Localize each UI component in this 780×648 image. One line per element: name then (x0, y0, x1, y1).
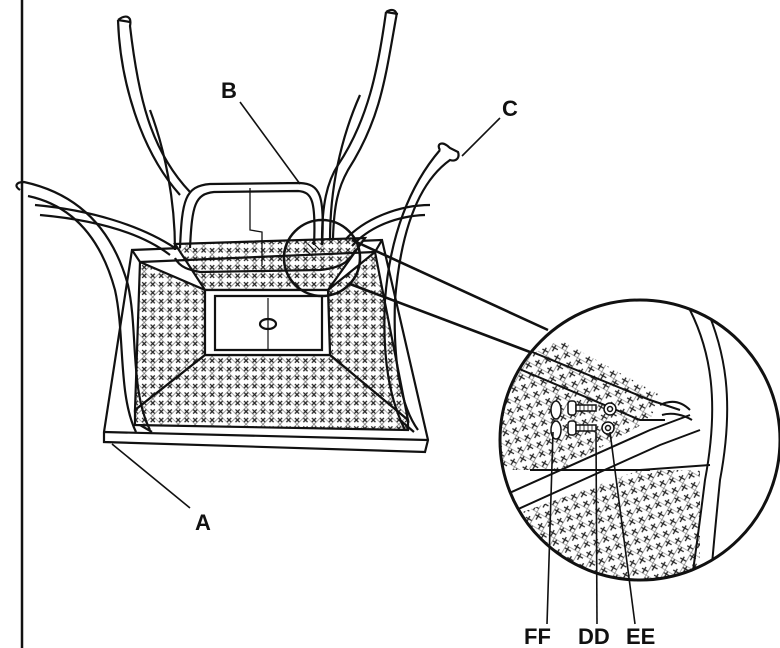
leg-c (393, 142, 460, 431)
leg-rear-left (117, 15, 191, 193)
leg-rear-right (331, 8, 398, 239)
label-c: C (502, 96, 518, 121)
bolt-dd (567, 400, 597, 436)
leg-frame-b (178, 181, 324, 249)
nut-ee (601, 402, 617, 435)
table-assembly (15, 8, 460, 454)
label-ff: FF (524, 624, 551, 648)
label-a: A (195, 510, 211, 535)
hardware-small (303, 241, 321, 257)
label-b: B (221, 78, 237, 103)
leg-a (15, 180, 151, 431)
label-dd: DD (578, 624, 610, 648)
zoom-connector-bottom (349, 282, 531, 354)
label-ee: EE (626, 624, 655, 648)
leader-lines (111, 101, 636, 625)
zoom-connector-top (351, 238, 549, 332)
zoom-detail (498, 298, 780, 582)
detail-circle (282, 218, 362, 298)
